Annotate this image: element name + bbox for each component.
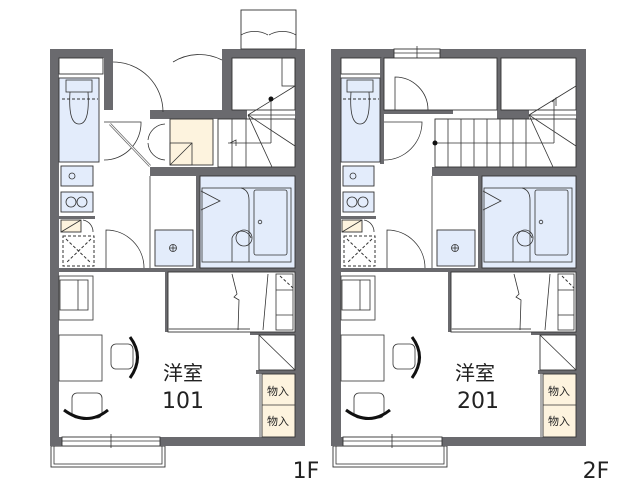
storage-label: 物入	[267, 414, 289, 428]
interior-wall	[196, 176, 200, 268]
tv-icon	[341, 279, 371, 311]
burner-icon	[76, 196, 88, 208]
interior-wall	[150, 167, 295, 176]
closet-wall	[165, 272, 168, 332]
burner-icon	[346, 196, 358, 208]
tv-icon	[59, 279, 89, 311]
door-swing	[394, 76, 429, 111]
storage	[542, 373, 577, 438]
desk	[340, 334, 385, 382]
bath-sink-icon	[235, 229, 253, 247]
closet-wall	[256, 370, 295, 374]
washing-machine-space	[343, 235, 376, 267]
unit-bathroom	[199, 175, 296, 269]
washing-machine-space	[62, 235, 95, 267]
kitchen-sink	[342, 165, 375, 187]
tv-stand	[58, 275, 94, 321]
room-number: 101	[162, 389, 204, 414]
window	[342, 436, 443, 447]
exterior-wall	[50, 49, 113, 446]
bathtub	[253, 189, 288, 256]
front-door-swing	[172, 54, 223, 63]
exterior-wall	[331, 49, 394, 446]
interior-wall	[59, 268, 295, 272]
storage-label: 物入	[548, 414, 570, 428]
toilet-shelf	[58, 57, 104, 75]
entrance-door-swing	[240, 31, 297, 36]
storage-room	[383, 57, 498, 111]
toilet-bowl-icon	[350, 91, 370, 125]
entrance-porch	[240, 9, 297, 50]
room-number: 201	[457, 389, 499, 414]
toilet-shelf	[340, 57, 382, 75]
room-type-label: 洋室	[455, 361, 495, 385]
closet-partition	[231, 273, 240, 331]
desk-chair-icon	[392, 343, 416, 370]
unit-bathroom	[481, 175, 577, 269]
floor-plan-1f: 物入 物入 洋室 101 1F	[50, 9, 320, 484]
room-door-swing	[105, 229, 145, 269]
desk-chair-icon	[110, 343, 134, 370]
bath-door-icon	[200, 190, 221, 211]
toilet-bowl-icon	[69, 91, 89, 125]
room-door-swing	[386, 229, 426, 269]
staircase-1f	[217, 85, 296, 168]
toilet-tank-icon	[65, 79, 93, 93]
stove	[342, 191, 375, 213]
toilet-tank-icon	[346, 79, 374, 93]
entry-area	[231, 57, 296, 111]
bath-sink-icon	[516, 229, 534, 247]
room-type-label: 洋室	[163, 361, 203, 385]
chair-icon	[353, 392, 385, 419]
burner-icon	[65, 196, 77, 208]
sink-drain-icon	[68, 172, 76, 180]
hall-door-swing	[112, 61, 164, 113]
floor-label: 2F	[583, 459, 610, 484]
storage	[261, 373, 296, 438]
chair-icon	[71, 392, 103, 419]
toilet-room	[58, 77, 100, 163]
interior-wall	[150, 110, 247, 119]
bathtub	[534, 189, 569, 256]
stair-top-room	[500, 57, 577, 111]
desk	[58, 334, 103, 382]
toilet-door-swing	[103, 121, 142, 161]
closet-loft	[450, 271, 577, 333]
tv-stand	[340, 275, 376, 321]
floor-label: 1F	[293, 459, 320, 484]
closet-wall	[250, 332, 295, 335]
burner-icon	[357, 196, 369, 208]
double-door-swing	[147, 123, 166, 161]
storage-label: 物入	[267, 384, 289, 398]
closet-loft	[167, 271, 296, 333]
storage-label: 物入	[548, 384, 570, 398]
toilet-door-swing	[383, 121, 423, 161]
kitchen-sink	[60, 165, 94, 187]
floor-plan-2f: 物入 物入 洋室 201 2F	[331, 46, 609, 484]
staircase-2f	[432, 85, 577, 168]
